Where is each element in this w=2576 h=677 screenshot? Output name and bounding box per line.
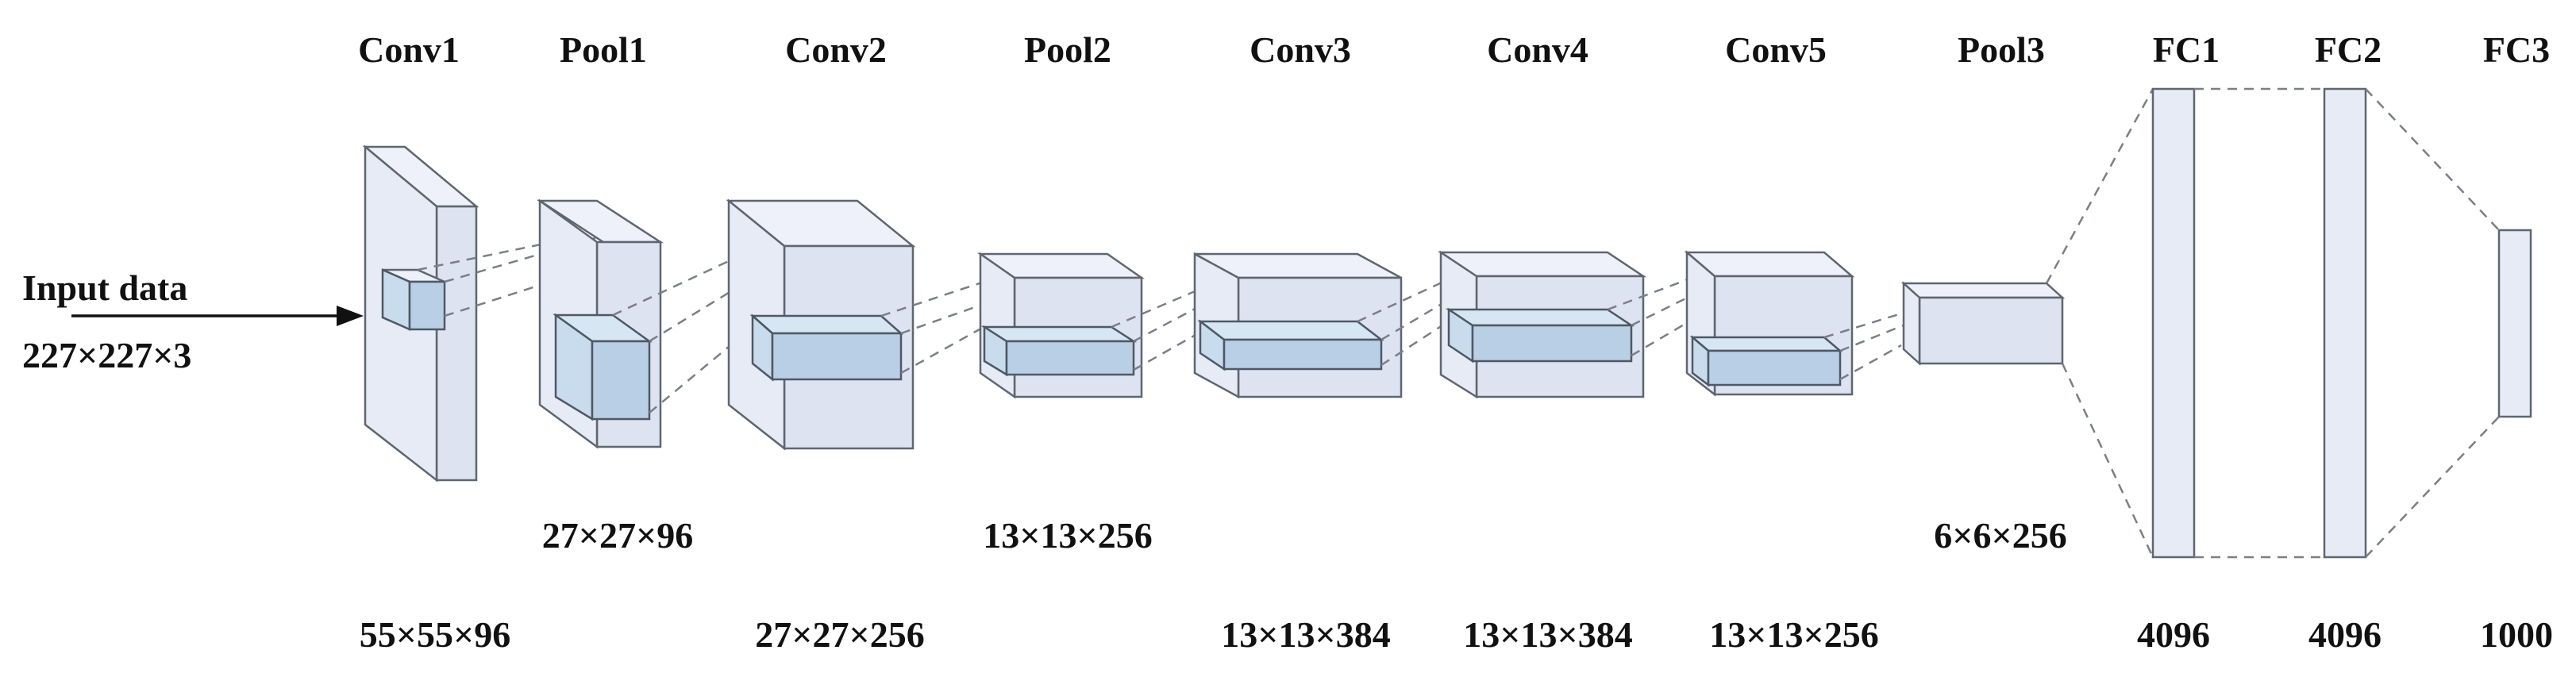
layer-title-pool1: Pool1 xyxy=(560,29,647,70)
layer-title-conv2: Conv2 xyxy=(785,29,887,70)
layer-title-fc1: FC1 xyxy=(2153,29,2220,70)
input-arrow xyxy=(71,306,364,326)
conv5-block xyxy=(1684,250,1855,397)
conv4-block xyxy=(1437,250,1647,399)
pool1-block xyxy=(536,198,664,449)
layer-title-fc3: FC3 xyxy=(2483,29,2550,70)
fc2-to-fc3-connectors xyxy=(2365,88,2500,558)
input-label: Input data xyxy=(22,267,187,308)
dims-pool2: 13×13×256 xyxy=(983,515,1152,556)
pool3-block xyxy=(1900,281,2066,366)
layer-title-conv3: Conv3 xyxy=(1249,29,1351,70)
pool1-to-conv2-connectors xyxy=(612,248,767,414)
input-dims: 227×227×3 xyxy=(22,335,191,375)
dims-conv1: 55×55×96 xyxy=(360,614,510,655)
dims-conv5: 13×13×256 xyxy=(1709,614,1878,655)
layer-title-fc2: FC2 xyxy=(2315,29,2382,70)
layer-title-pool2: Pool2 xyxy=(1024,29,1111,70)
fc1-to-fc2-connectors xyxy=(2194,87,2324,559)
dims-pool1: 27×27×96 xyxy=(542,515,693,556)
dims-conv3: 13×13×384 xyxy=(1221,614,1390,655)
fc1-block xyxy=(2151,87,2196,559)
dims-fc2: 4096 xyxy=(2308,614,2382,655)
dims-conv2: 27×27×256 xyxy=(755,614,924,655)
fc3-block xyxy=(2497,229,2532,418)
layer-title-conv5: Conv5 xyxy=(1725,29,1827,70)
conv5-to-pool3-connectors xyxy=(1823,312,1914,381)
conv3-block xyxy=(1193,252,1403,399)
pool3-to-fc1-connectors xyxy=(2045,88,2154,558)
dims-conv4: 13×13×384 xyxy=(1463,614,1632,655)
conv1-block xyxy=(362,144,479,483)
layer-title-conv1: Conv1 xyxy=(358,29,460,70)
pool2-block xyxy=(977,252,1145,399)
layer-title-conv4: Conv4 xyxy=(1487,29,1588,70)
dims-fc3: 1000 xyxy=(2480,614,2553,655)
layer-title-pool3: Pool3 xyxy=(1958,29,2045,70)
fc2-block xyxy=(2323,87,2367,559)
dims-fc1: 4096 xyxy=(2137,614,2210,655)
conv2-block xyxy=(726,198,916,451)
dims-pool3: 6×6×256 xyxy=(1934,515,2066,556)
